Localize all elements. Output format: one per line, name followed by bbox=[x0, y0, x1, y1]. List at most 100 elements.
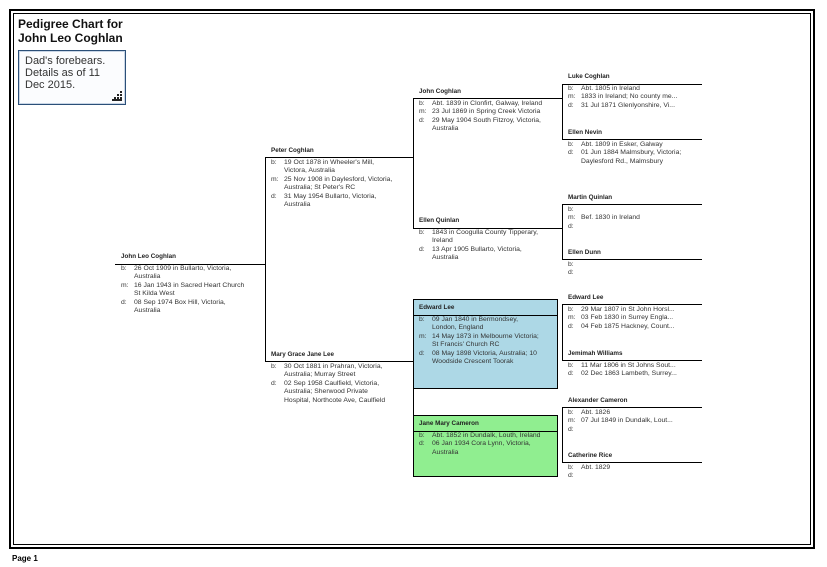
person-underline bbox=[562, 139, 702, 140]
person-underline bbox=[413, 228, 562, 229]
event-label: m: bbox=[568, 93, 576, 101]
event-label: d: bbox=[568, 472, 574, 480]
resize-grip-icon[interactable] bbox=[112, 91, 122, 101]
event-row: d: bbox=[568, 269, 703, 277]
event-row: d:31 Jul 1871 Glenlyonshire, Vi... bbox=[568, 102, 703, 110]
event-label: b: bbox=[568, 362, 574, 369]
person-name[interactable]: Martin Quinlan bbox=[568, 194, 613, 201]
highlight-box-edward-lee bbox=[413, 299, 558, 389]
event-row: b: bbox=[568, 206, 703, 214]
person-name[interactable]: Ellen Dunn bbox=[568, 249, 601, 256]
person-name[interactable]: Edward Lee bbox=[419, 304, 455, 311]
person-underline bbox=[562, 84, 702, 85]
event-label: b: bbox=[419, 316, 425, 323]
person-underline bbox=[413, 315, 557, 316]
person-underline bbox=[413, 98, 562, 99]
event-text: 13 Apr 1905 Bullarto, Victoria, Australi… bbox=[432, 245, 522, 262]
event-label: b: bbox=[568, 206, 574, 213]
person-block[interactable]: John Coghlan b:Abt. 1839 in Clonfirt, Gal… bbox=[419, 88, 544, 134]
event-label: m: bbox=[121, 281, 129, 289]
event-label: d: bbox=[568, 269, 574, 277]
highlight-box-jane-mary-cameron bbox=[413, 415, 558, 477]
event-label: b: bbox=[568, 85, 574, 92]
person-name[interactable]: Jemimah Williams bbox=[568, 350, 623, 357]
event-row: b:Abt. 1839 in Clonfirt, Galway, Ireland bbox=[419, 100, 544, 108]
connector-line bbox=[562, 204, 563, 259]
person-name[interactable]: John Leo Coghlan bbox=[121, 253, 176, 260]
event-row: m:07 Jul 1849 in Dundalk, Lout... bbox=[568, 417, 703, 425]
event-row: m:25 Nov 1908 in Daylesford, Victoria, A… bbox=[271, 176, 396, 193]
person-name[interactable]: Edward Lee bbox=[568, 294, 604, 301]
note-box[interactable]: Dad's forebears. Details as of 11 Dec 20… bbox=[18, 50, 126, 105]
event-text: 31 May 1954 Bullarto, Victoria, Australi… bbox=[284, 192, 377, 209]
event-label: d: bbox=[419, 116, 425, 124]
event-text: 06 Jan 1934 Cora Lynn, Victoria, Austral… bbox=[432, 440, 531, 456]
event-text: 29 May 1904 South Fitzroy, Victoria, Aus… bbox=[432, 116, 541, 133]
event-text: 14 May 1873 in Melbourne Victoria; St Fr… bbox=[432, 332, 539, 349]
connector-line bbox=[562, 304, 563, 360]
event-label: d: bbox=[568, 149, 574, 157]
event-label: d: bbox=[271, 192, 277, 200]
person-name[interactable]: Alexander Cameron bbox=[568, 397, 628, 404]
person-name[interactable]: Peter Coghlan bbox=[271, 147, 314, 154]
event-text: 02 Sep 1958 Caulfield, Victoria, Austral… bbox=[284, 379, 386, 404]
event-text: 11 Mar 1806 in St Johns Sout... bbox=[581, 362, 676, 369]
event-label: d: bbox=[419, 349, 425, 357]
person-block[interactable]: Peter Coghlan b: 19 Oct 1878 in Wheeler's … bbox=[271, 147, 396, 209]
event-row: m:16 Jan 1943 in Sacred Heart Church St … bbox=[121, 282, 251, 299]
event-row: d: bbox=[568, 426, 703, 434]
event-text: 1833 in Ireland; No county me... bbox=[581, 93, 678, 101]
event-label: b: bbox=[271, 159, 277, 166]
event-text: 1843 in Coogulla County Tipperary, Irela… bbox=[432, 229, 539, 245]
event-row: b: bbox=[568, 261, 703, 269]
connector-line bbox=[413, 98, 414, 228]
event-label: b: bbox=[568, 409, 574, 416]
event-row: m:03 Feb 1830 in Surrey Engla... bbox=[568, 314, 703, 322]
event-row: m: Bef. 1830 in Ireland bbox=[568, 214, 703, 222]
event-text: Bef. 1830 in Ireland bbox=[581, 214, 640, 222]
event-label: b: bbox=[419, 100, 425, 107]
event-text bbox=[581, 223, 703, 231]
event-row: b: 1843 in Coogulla County Tipperary, Ire… bbox=[419, 229, 544, 246]
person-name[interactable]: Mary Grace Jane Lee bbox=[271, 351, 335, 358]
event-label: d: bbox=[419, 440, 425, 448]
event-label: m: bbox=[568, 214, 576, 222]
event-label: b: bbox=[568, 464, 574, 471]
person-name[interactable]: Catherine Rice bbox=[568, 452, 613, 459]
person-name[interactable]: Ellen Quinlan bbox=[419, 217, 460, 224]
event-row: d: 08 May 1898 Victoria, Australia; 10 Wo… bbox=[419, 350, 544, 367]
person-block[interactable]: Ellen Quinlan b: 1843 in Coogulla County T… bbox=[419, 217, 544, 263]
event-text: 01 Jun 1884 Malmsbury, Victoria; Daylesf… bbox=[581, 149, 682, 165]
person-block[interactable]: Jemimah Williams b: 11 Mar 1806 in St John… bbox=[568, 350, 703, 379]
person-name[interactable]: John Coghlan bbox=[419, 88, 461, 95]
person-name[interactable]: Luke Coghlan bbox=[568, 73, 610, 80]
event-text: 19 Oct 1878 in Wheeler's Mill, Victora, … bbox=[284, 159, 375, 175]
event-text: Abt. 1852 in Dundalk, Louth, Ireland bbox=[432, 432, 541, 439]
person-block[interactable]: Ellen Dunn b:d: bbox=[568, 249, 703, 278]
event-label: d: bbox=[271, 379, 277, 387]
event-text: 02 Dec 1863 Lambeth, Surrey... bbox=[581, 370, 677, 378]
chart-title: Pedigree Chart for John Leo Coghlan bbox=[18, 17, 123, 45]
event-row: b: 19 Oct 1878 in Wheeler's Mill, Victora… bbox=[271, 159, 396, 176]
person-underline bbox=[413, 431, 557, 432]
event-row: d:13 Apr 1905 Bullarto, Victoria, Austra… bbox=[419, 246, 544, 263]
event-label: m: bbox=[568, 417, 576, 425]
event-text bbox=[581, 472, 703, 480]
person-name[interactable]: Jane Mary Cameron bbox=[419, 420, 479, 427]
person-name[interactable]: Ellen Nevin bbox=[568, 129, 602, 136]
person-underline bbox=[562, 407, 702, 408]
event-text: 08 May 1898 Victoria, Australia; 10 Wood… bbox=[432, 349, 537, 366]
event-row: d: 02 Sep 1958 Caulfield, Victoria, Austr… bbox=[271, 380, 396, 405]
event-label: b: bbox=[419, 229, 425, 236]
event-label: b: bbox=[568, 306, 574, 313]
